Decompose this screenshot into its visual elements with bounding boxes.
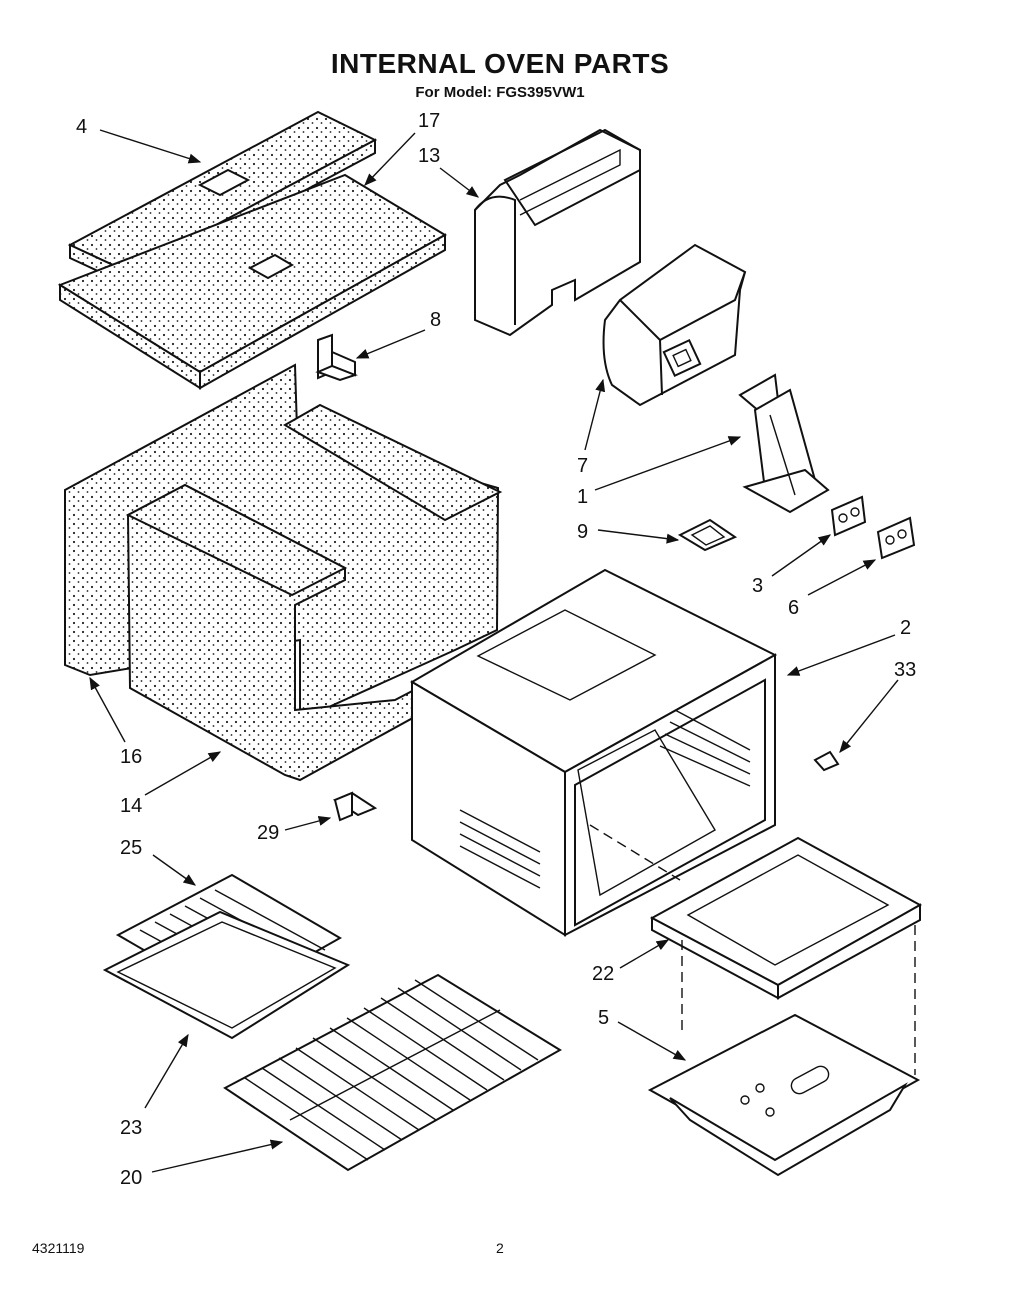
callout-8: 8: [430, 309, 442, 331]
callout-22: 22: [592, 963, 615, 985]
page-number: 2: [496, 1240, 504, 1256]
document-number: 4321119: [32, 1240, 85, 1256]
callout-14: 14: [120, 795, 143, 817]
part-29-bracket: [332, 791, 378, 822]
part-33-clip: [813, 750, 840, 772]
callout-3: 3: [752, 575, 764, 597]
callout-25: 25: [120, 837, 143, 859]
part-1-burner-bracket: [738, 373, 830, 514]
part-5-bottom-pan: [647, 1013, 921, 1177]
part-9-gasket: [677, 518, 738, 552]
part-13-duct: [474, 128, 641, 337]
part-22-bottom-frame: [649, 836, 923, 1000]
callout-29: 29: [257, 822, 280, 844]
callout-7: 7: [577, 455, 589, 477]
part-23-broiler-pan: [102, 910, 351, 1040]
part-3-plate: [830, 495, 867, 537]
callout-1: 1: [577, 486, 589, 508]
callout-33: 33: [894, 659, 917, 681]
callout-4: 4: [76, 116, 88, 138]
part-17-insulation-pad: [57, 173, 447, 390]
callout-16: 16: [120, 746, 143, 768]
callout-23: 23: [120, 1117, 143, 1139]
callout-5: 5: [598, 1007, 610, 1029]
model-subtitle: For Model: FGS395VW1: [415, 84, 585, 101]
callout-13: 13: [418, 145, 441, 167]
part-8-bracket: [315, 333, 358, 382]
part-6-plate: [876, 516, 916, 560]
part-14-inner-insulation: [125, 483, 501, 782]
part-2-oven-cavity: [410, 568, 778, 937]
page-title: INTERNAL OVEN PARTS: [330, 48, 670, 79]
callout-9: 9: [577, 521, 589, 543]
part-7-burner-shield: [602, 243, 747, 407]
callout-6: 6: [788, 597, 800, 619]
callout-20: 20: [120, 1167, 143, 1189]
leader-lines: [89, 129, 899, 1173]
callout-17: 17: [418, 110, 441, 132]
callout-2: 2: [900, 617, 912, 639]
part-20-oven-rack: [223, 973, 562, 1172]
